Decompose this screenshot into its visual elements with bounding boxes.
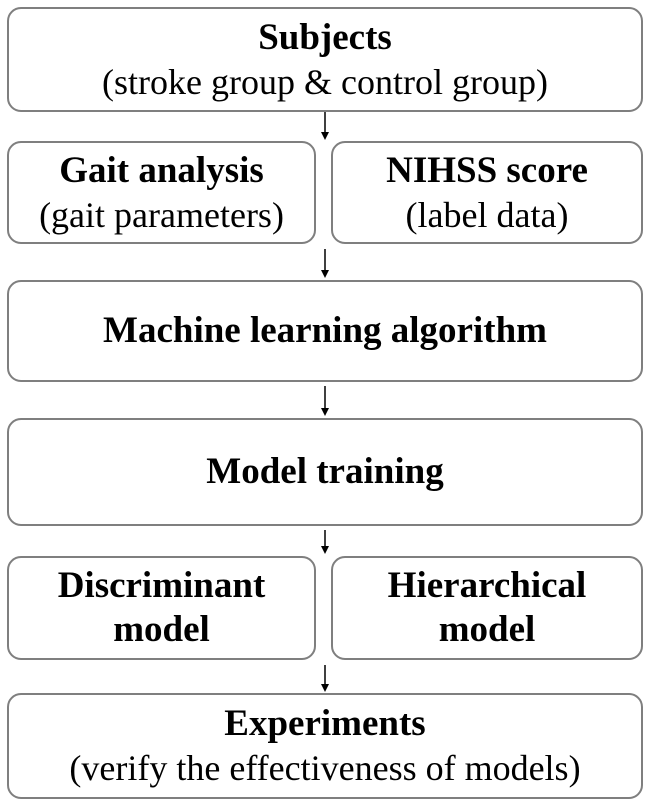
- experiments-title: Experiments: [224, 703, 426, 744]
- hierarchical-model-line1: Hierarchical: [387, 565, 587, 606]
- model-training-title: Model training: [206, 451, 444, 492]
- ml-algorithm-box: Machine learning algorithm: [7, 280, 643, 382]
- hierarchical-model-line2: model: [438, 609, 536, 650]
- discriminant-model-box: Discriminant model: [7, 556, 316, 660]
- hierarchical-model-box: Hierarchical model: [331, 556, 643, 660]
- gait-analysis-box: Gait analysis (gait parameters): [7, 141, 316, 244]
- nihss-score-title: NIHSS score: [386, 149, 588, 191]
- nihss-score-box: NIHSS score (label data): [331, 141, 643, 244]
- experiments-box: Experiments (verify the effectiveness of…: [7, 693, 643, 799]
- nihss-score-subtitle: (label data): [405, 194, 569, 235]
- discriminant-model-line2: model: [113, 609, 210, 650]
- subjects-subtitle: (stroke group & control group): [102, 61, 548, 102]
- experiments-subtitle: (verify the effectiveness of models): [69, 748, 581, 788]
- discriminant-model-line1: Discriminant: [57, 565, 266, 606]
- subjects-title: Subjects: [258, 16, 392, 58]
- gait-analysis-subtitle: (gait parameters): [39, 194, 284, 235]
- subjects-box: Subjects (stroke group & control group): [7, 7, 643, 112]
- ml-algorithm-title: Machine learning algorithm: [103, 310, 547, 351]
- model-training-box: Model training: [7, 418, 643, 526]
- gait-analysis-title: Gait analysis: [59, 149, 264, 191]
